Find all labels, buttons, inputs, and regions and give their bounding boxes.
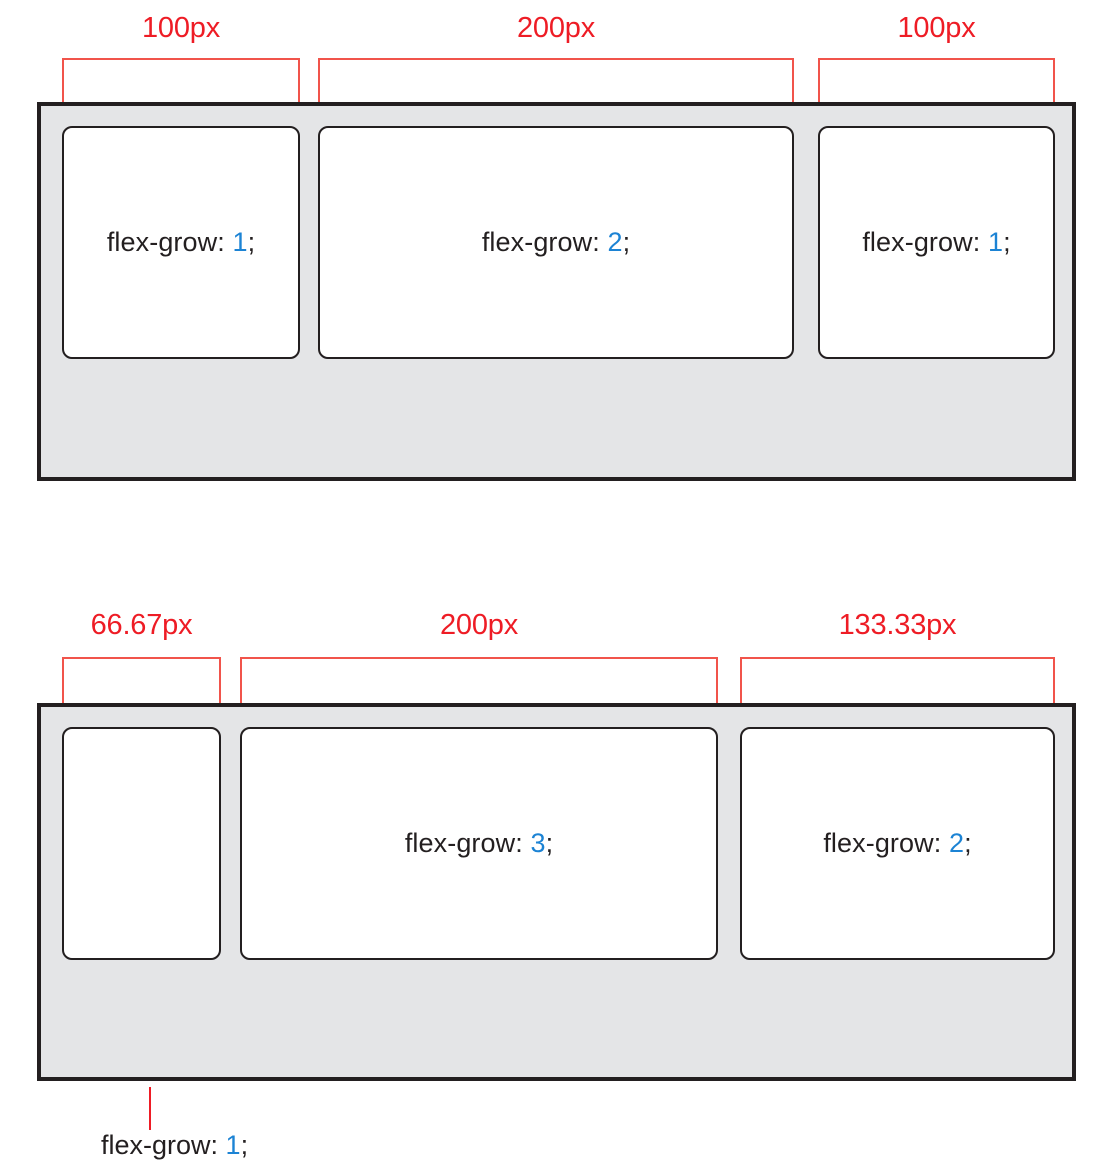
measurement-label-3: 133.33px [838,609,957,641]
flex-item-2: flex-grow: 2; [318,126,794,359]
flex-item-label: flex-grow: 1; [107,229,255,256]
flex-grow-property: flex-grow: [404,828,523,858]
flex-grow-property: flex-grow: [481,227,600,257]
flex-grow-terminator: ; [622,227,631,257]
callout-leader-line [149,1087,151,1130]
measurement-label-1: 66.67px [90,609,193,641]
measurement-label-1: 100px [141,12,220,44]
flex-item-label: flex-grow: 2; [482,229,630,256]
flex-grow-value: 1 [232,227,248,257]
flex-item-1: flex-grow: 1; [62,126,300,359]
flex-container: flex-grow: 3; flex-grow: 2; flex-grow: 1… [37,703,1076,1159]
flex-grow-property: flex-grow: [823,828,942,858]
flex-grow-terminator: ; [240,1130,249,1160]
flex-item-1 [62,727,221,960]
flex-grow-terminator: ; [1003,227,1011,257]
flexgrow-figure-1: 100px 200px 100px flex-grow: 1; flex-gro… [0,0,1106,520]
measurement-label-3: 100px [897,12,976,44]
flex-item-label: flex-grow: 1; [862,229,1010,256]
flex-grow-value: 1 [225,1130,241,1160]
flex-grow-value: 1 [987,227,1004,257]
flex-container: flex-grow: 1; flex-grow: 2; flex-grow: 1… [37,102,1076,481]
callout-label: flex-grow: 1; [101,1132,248,1159]
flex-grow-property: flex-grow: [101,1130,219,1160]
measurement-label-2: 200px [439,609,518,641]
flex-item-3: flex-grow: 1; [818,126,1055,359]
measurement-label-2: 200px [516,12,595,44]
flex-grow-property: flex-grow: [106,227,225,257]
flex-grow-terminator: ; [964,828,972,858]
flex-item-3: flex-grow: 2; [740,727,1055,960]
flex-item-2: flex-grow: 3; [240,727,718,960]
flexgrow-figure-2: 66.67px 200px 133.33px flex-grow: 3; fle… [0,580,1106,1159]
flex-grow-terminator: ; [545,828,554,858]
flex-grow-terminator: ; [247,227,256,257]
flex-grow-value: 2 [607,227,623,257]
flex-grow-property: flex-grow: [862,227,981,257]
flex-item-label: flex-grow: 2; [823,830,971,857]
flex-grow-value: 2 [948,828,965,858]
flex-item-label: flex-grow: 3; [405,830,553,857]
flex-grow-value: 3 [530,828,546,858]
